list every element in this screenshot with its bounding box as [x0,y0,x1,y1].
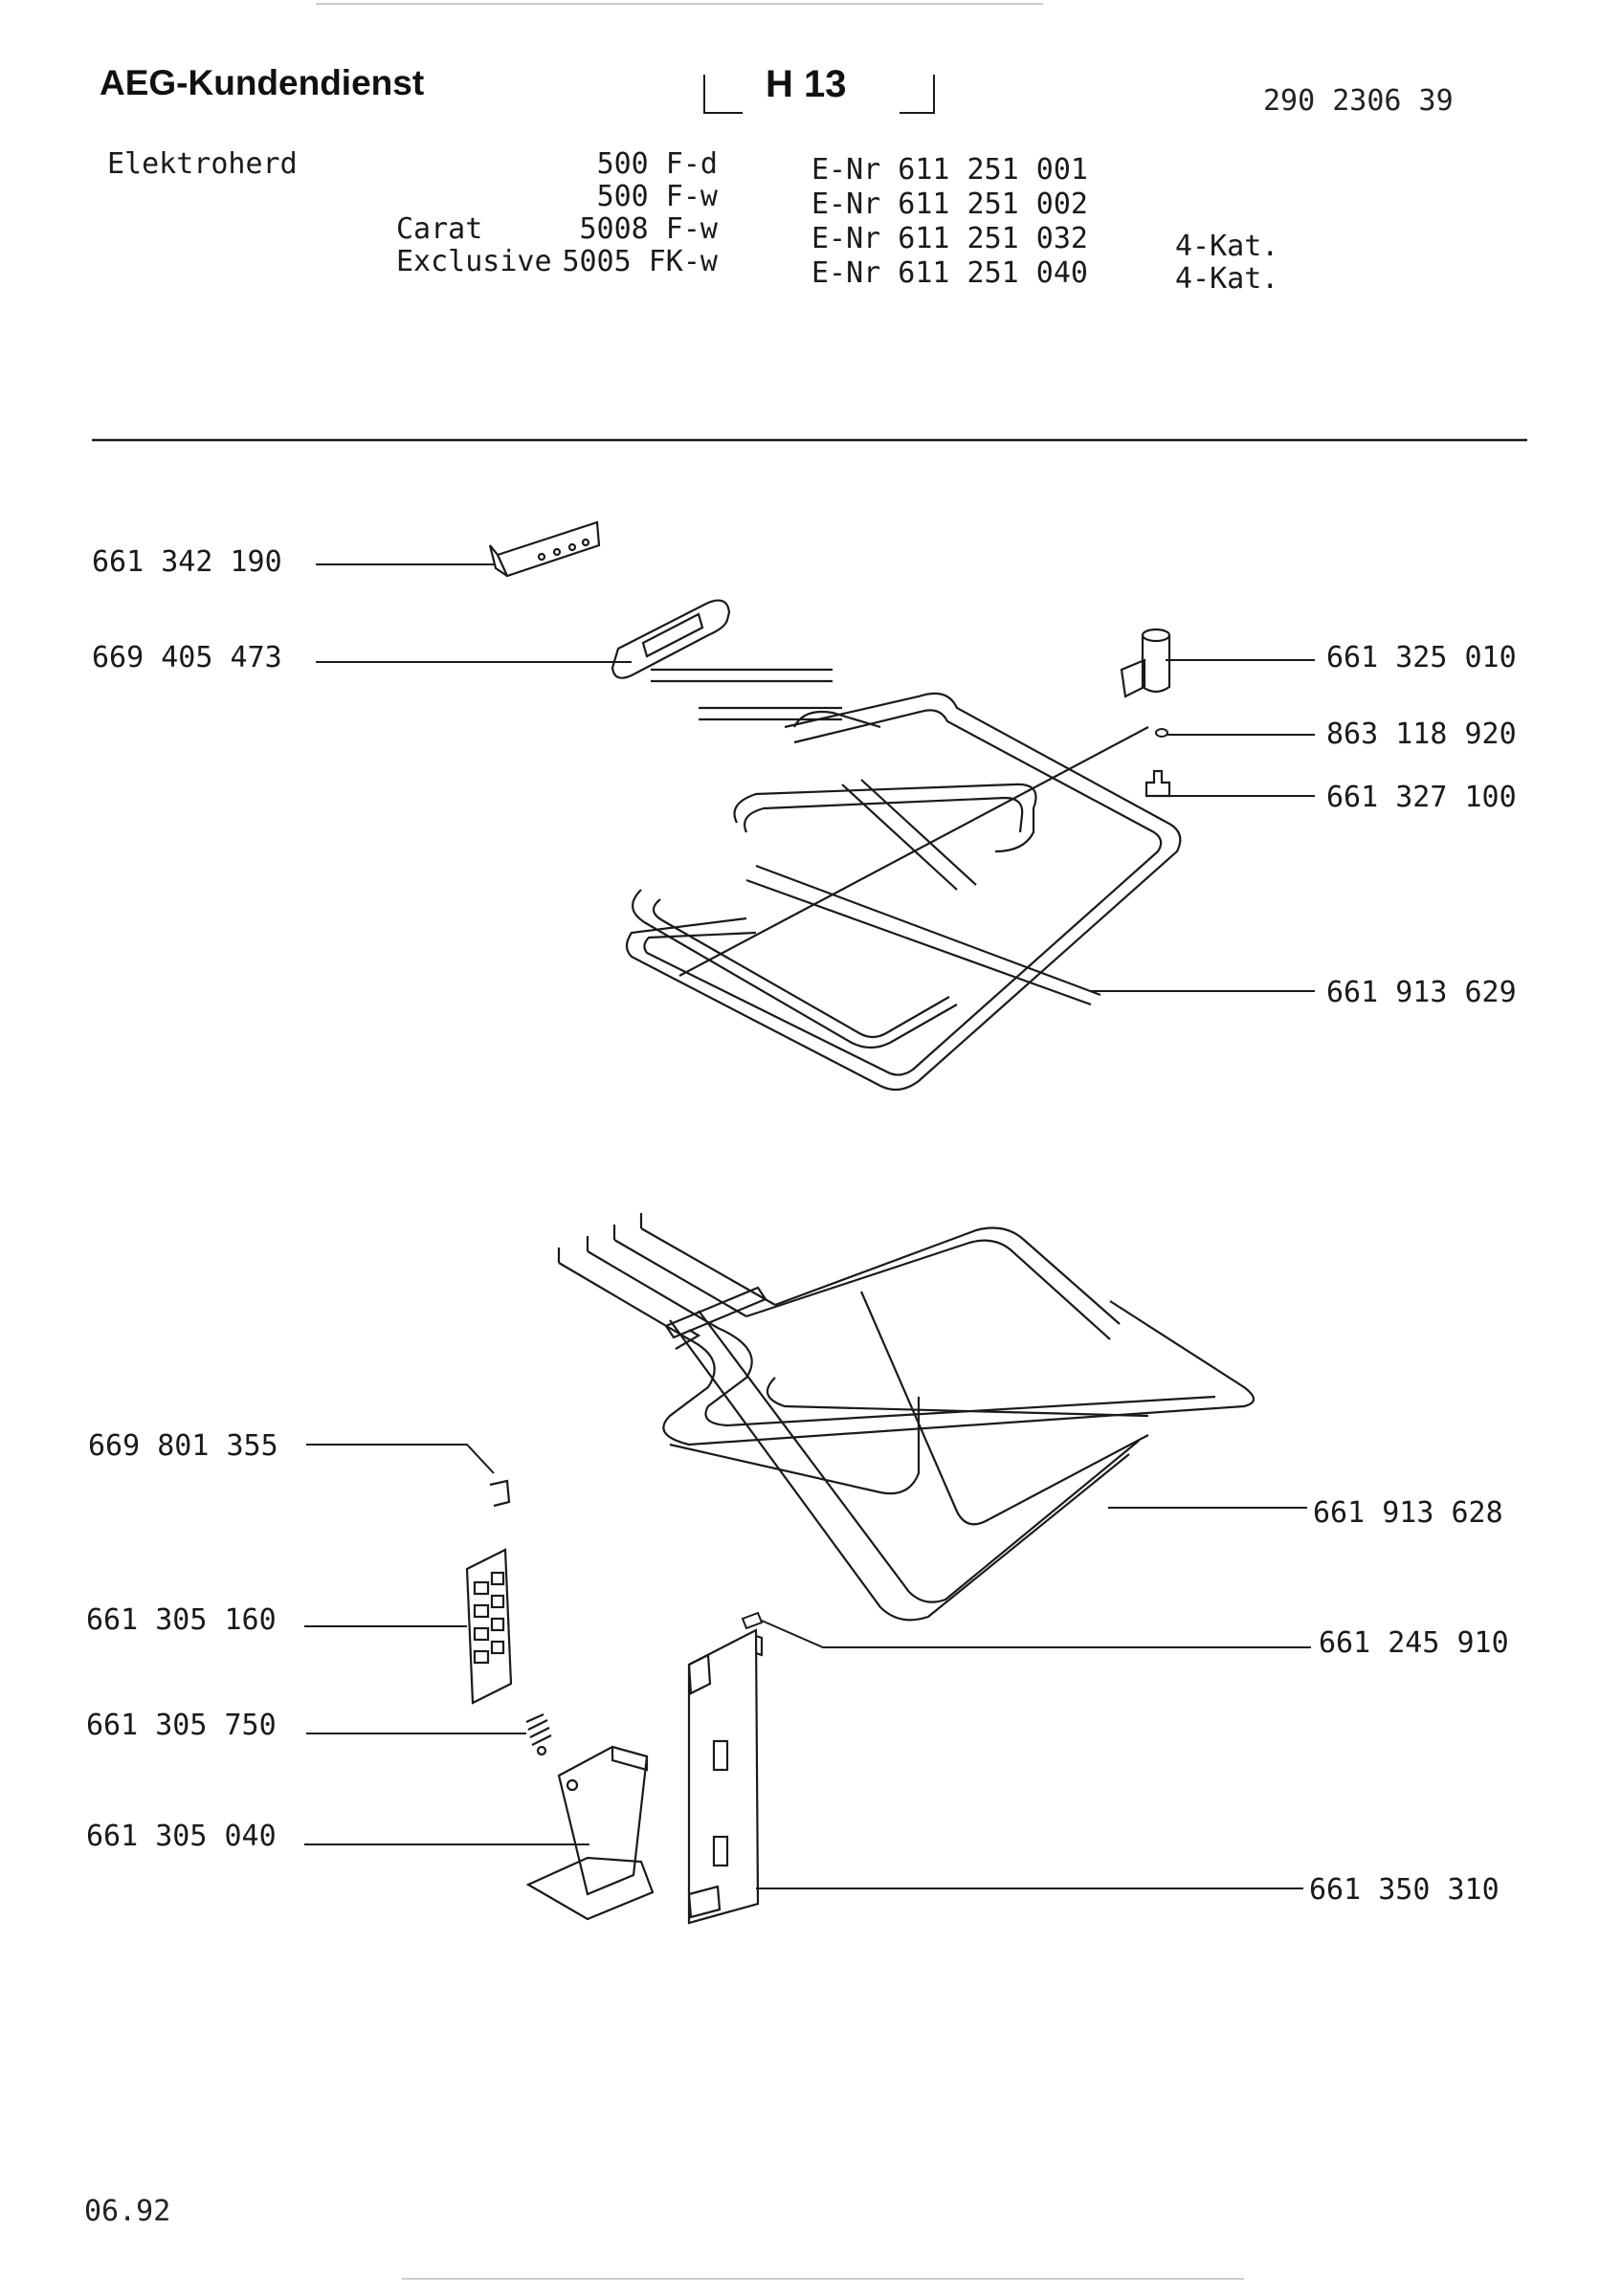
code-bracket-right [900,75,935,114]
cradle-support [525,1745,655,1921]
enr-number: E-Nr 611 251 032 [811,222,1088,255]
kat-label: 4-Kat. [1175,230,1279,263]
model-series: Carat [396,212,483,246]
part-number-label: 661 245 910 [1319,1626,1509,1660]
part-number-label: 661 305 750 [86,1709,277,1742]
part-number-label: 863 118 920 [1326,718,1517,751]
model-number: 5005 FK-w [562,245,718,278]
model-number: 500 F-d [596,147,718,181]
bottom-heating-element [557,1213,1255,1622]
model-number: 5008 F-w [579,212,719,246]
sensor-holder [1120,628,1171,698]
enr-number: E-Nr 611 251 001 [811,153,1088,187]
part-number-label: 669 801 355 [88,1429,278,1463]
kat-label: 4-Kat. [1175,262,1279,296]
revision-date: 06.92 [84,2195,171,2228]
part-number-label: 661 327 100 [1326,781,1517,814]
product-name: Elektroherd [107,147,298,181]
part-number-label: 661 305 160 [86,1603,277,1637]
enr-number: E-Nr 611 251 002 [811,188,1088,221]
part-number-label: 661 305 040 [86,1820,277,1853]
model-series: Exclusive [396,245,552,278]
terminal-block [465,1548,513,1705]
enr-number: E-Nr 611 251 040 [811,256,1088,290]
brand-title: AEG-Kundendienst [100,63,425,102]
leader-line [761,1620,1311,1648]
o-ring [1155,728,1168,738]
spring-clip [489,1479,511,1508]
compression-spring [525,1712,552,1756]
mounting-bracket [488,520,601,578]
grill-heating-element [625,668,1182,1092]
wire-tab [741,1611,764,1630]
model-number: 500 F-w [596,180,718,213]
part-number-label: 661 325 010 [1326,641,1517,674]
part-number-label: 661 913 628 [1313,1496,1503,1530]
part-number-label: 661 342 190 [92,545,282,579]
gasket-plate [611,599,731,679]
code-bracket-left [703,75,743,114]
part-number-label: 661 913 629 [1326,976,1517,1009]
part-number-label: 669 405 473 [92,641,282,674]
leader-line [306,1444,495,1474]
pin-fitting [1144,769,1171,798]
section-code: H 13 [766,63,847,105]
document-number: 290 2306 39 [1263,84,1454,118]
part-number-label: 661 350 310 [1309,1873,1500,1907]
element-flange [664,1286,767,1339]
mounting-panel [687,1628,764,1925]
